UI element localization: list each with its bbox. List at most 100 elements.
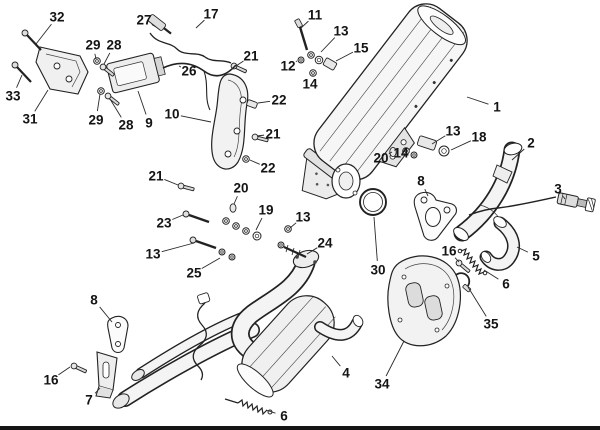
part-label-11-3: 11	[308, 8, 323, 23]
leader-line-28-6	[103, 52, 111, 65]
leader-line-23-33	[172, 214, 184, 220]
leader-line-21-8	[235, 60, 244, 67]
leader-line-19-31	[255, 217, 263, 231]
part-label-15-7: 15	[353, 41, 369, 56]
part-label-13-21: 13	[445, 124, 461, 139]
leader-line-28-15	[109, 98, 122, 118]
leader-line-26-9	[178, 65, 182, 68]
leader-line-6-47	[265, 409, 276, 414]
leader-line-32-0	[35, 23, 52, 45]
part-label-8-41: 8	[90, 293, 98, 308]
leader-line-11-3	[300, 20, 309, 29]
muffler-inlet-flange	[331, 163, 361, 199]
part-label-3-29: 3	[554, 182, 562, 197]
leader-line-2-23	[511, 148, 525, 161]
leader-line-4-43	[331, 355, 341, 367]
part-label-22-18: 22	[271, 93, 286, 108]
bracket-top-left-drawing	[11, 29, 121, 107]
part-label-5-37: 5	[532, 249, 540, 264]
leader-line-1-19	[466, 96, 489, 105]
part-label-24-34: 24	[317, 236, 333, 251]
leader-line-5-37	[516, 246, 529, 253]
part-label-21-28: 21	[148, 169, 164, 184]
gasket-right-drawing	[413, 191, 457, 241]
part-label-16-36: 16	[441, 244, 457, 259]
leader-line-31-13	[34, 89, 49, 112]
leader-line-13-21	[431, 135, 446, 145]
leader-line-33-12	[16, 74, 23, 88]
leader-line-15-7	[335, 51, 354, 62]
part-label-32-0: 32	[49, 10, 64, 25]
part-label-23-33: 23	[156, 216, 172, 231]
leader-line-9-16	[137, 90, 147, 115]
part-label-10-17: 10	[164, 107, 179, 122]
part-label-27-1: 27	[136, 13, 151, 28]
leader-line-21-20	[256, 134, 265, 137]
leader-line-29-14	[96, 93, 101, 112]
leader-line-24-34	[306, 247, 318, 255]
part-label-4-43: 4	[342, 366, 350, 381]
part-label-33-12: 33	[5, 89, 21, 104]
part-label-13-32: 13	[295, 210, 311, 225]
leader-line-27-1	[151, 24, 157, 28]
leader-line-21-28	[164, 178, 179, 186]
part-label-22-26: 22	[260, 161, 275, 176]
leader-line-3-29	[562, 196, 566, 200]
spring-bottom-drawing	[224, 398, 273, 416]
leader-line-8-27	[424, 188, 429, 197]
part-label-20-30: 20	[233, 181, 248, 196]
part-label-8-27: 8	[417, 174, 425, 189]
part-label-34-44: 34	[374, 377, 390, 392]
part-label-16-45: 16	[43, 373, 59, 388]
leader-line-35-42	[467, 286, 487, 317]
mid-pipe-drawing	[453, 141, 523, 242]
part-label-14-25: 14	[393, 146, 409, 161]
bracket-bottom-left-drawing	[95, 351, 118, 399]
fastener-stack-right	[389, 135, 450, 159]
part-label-17-2: 17	[203, 7, 218, 22]
part-label-35-42: 35	[483, 317, 499, 332]
leader-line-13-32	[289, 222, 297, 229]
fastener-stack-center	[182, 203, 307, 261]
header-pipes-drawing	[112, 249, 364, 409]
part-label-6-47: 6	[280, 409, 288, 424]
leader-line-6-40	[483, 269, 499, 280]
part-label-31-13: 31	[22, 112, 38, 127]
part-label-26-9: 26	[181, 64, 197, 79]
heat-shield-cover-drawing	[387, 255, 461, 347]
part-label-28-15: 28	[118, 118, 134, 133]
leader-line-13-4	[320, 37, 336, 53]
heat-shield-drawing	[176, 61, 270, 193]
bolt-16-left	[69, 361, 88, 375]
leader-line-22-26	[249, 159, 260, 165]
part-label-21-8: 21	[243, 49, 259, 64]
control-unit-drawing	[106, 52, 237, 111]
spring-right-drawing	[454, 247, 488, 276]
leader-line-34-44	[385, 340, 405, 377]
leader-line-8-41	[99, 306, 113, 323]
leader-line-10-17	[180, 115, 212, 123]
part-label-13-35: 13	[145, 247, 161, 262]
leader-line-29-5	[94, 53, 97, 60]
part-label-9-16: 9	[145, 116, 153, 131]
link-pipe-drawing	[479, 216, 521, 271]
lambda-sensor-drawing	[468, 192, 596, 216]
leader-line-16-45	[58, 366, 71, 376]
fastener-stack-top	[294, 18, 338, 77]
leader-line-7-46	[94, 387, 101, 394]
muffler-drawing	[301, 3, 468, 200]
part-label-21-20: 21	[265, 127, 281, 142]
part-label-14-11: 14	[302, 77, 318, 92]
part-label-29-5: 29	[85, 38, 100, 53]
gasket-left-drawing	[107, 315, 129, 354]
leader-line-17-2	[195, 19, 205, 29]
part-label-7-46: 7	[85, 393, 93, 408]
part-label-29-14: 29	[88, 113, 103, 128]
part-label-28-6: 28	[106, 38, 122, 53]
part-label-12-10: 12	[280, 59, 295, 74]
part-label-6-40: 6	[502, 277, 510, 292]
leader-line-16-36	[454, 257, 460, 263]
